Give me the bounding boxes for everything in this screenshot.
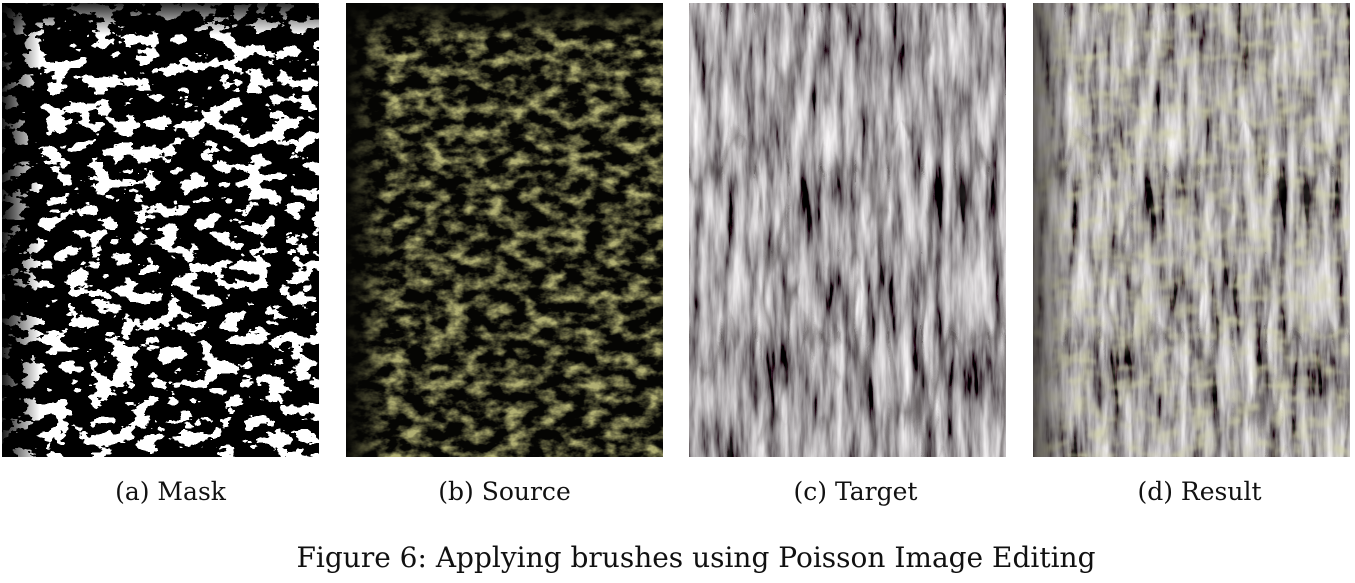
caption-source: (b) Source [438,477,571,506]
target-image [689,3,1006,457]
caption-result: (d) Result [1137,477,1262,506]
caption-target: (c) Target [793,477,918,506]
result-image [1033,3,1350,457]
mask-image [2,3,319,457]
caption-mask: (a) Mask [115,477,226,506]
source-image [346,3,663,457]
figure-caption: Figure 6: Applying brushes using Poisson… [296,541,1096,574]
